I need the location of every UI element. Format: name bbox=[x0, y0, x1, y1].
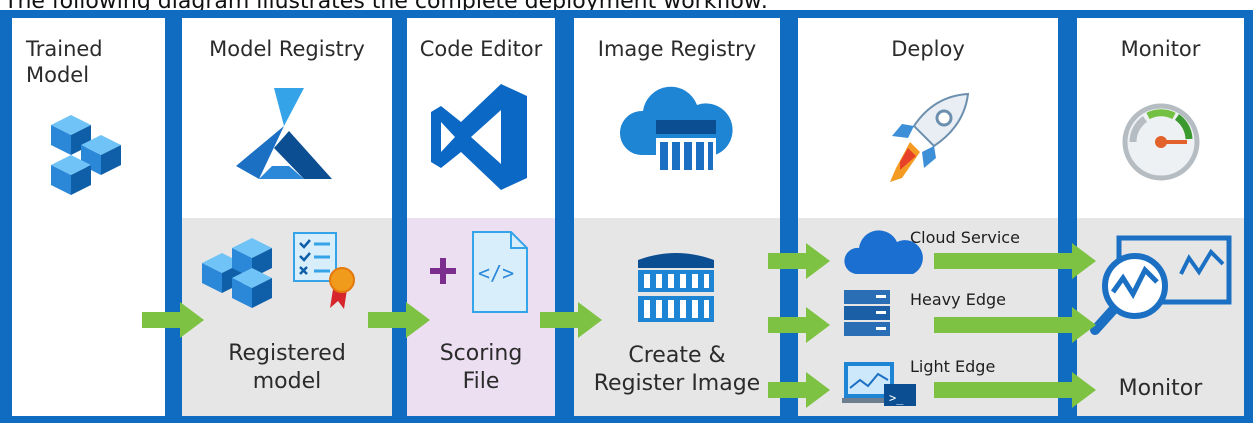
arrow-to-heavy-edge bbox=[768, 307, 830, 343]
arrow-light-edge-to-monitor bbox=[934, 372, 1096, 408]
scoring-file-icon: </> bbox=[430, 231, 528, 313]
arrow-to-image-registry bbox=[540, 302, 602, 338]
arrow-to-light-edge bbox=[768, 372, 830, 408]
trained-model-title: Trained Model bbox=[26, 37, 103, 87]
rocket-icon bbox=[890, 92, 970, 182]
monitor-title: Monitor bbox=[1120, 37, 1201, 61]
registered-model-icon bbox=[202, 232, 355, 309]
create-register-image-label: Create & Register Image bbox=[593, 343, 761, 396]
create-image-icon bbox=[638, 253, 714, 322]
model-cubes-icon bbox=[51, 115, 121, 195]
svg-text:</>: </> bbox=[478, 261, 514, 285]
monitor-analytics-icon bbox=[1090, 235, 1232, 335]
image-registry-panel: Image Registry Create & Register Image bbox=[574, 18, 780, 416]
azure-ml-icon bbox=[236, 88, 332, 179]
code-editor-panel: Code Editor </> Scoring File bbox=[407, 18, 555, 416]
scoring-file-label: Scoring File bbox=[439, 341, 523, 394]
trained-model-panel: Trained Model bbox=[12, 18, 165, 416]
vscode-icon bbox=[431, 84, 527, 190]
container-registry-icon bbox=[619, 86, 733, 174]
image-registry-title: Image Registry bbox=[597, 37, 757, 61]
cloud-service-icon bbox=[844, 230, 923, 274]
svg-text:>_: >_ bbox=[889, 391, 904, 405]
arrow-to-cloud-service bbox=[768, 243, 830, 279]
cloud-service-label: Cloud Service bbox=[910, 228, 1020, 247]
model-registry-title: Model Registry bbox=[209, 37, 365, 61]
arrow-cloud-to-monitor bbox=[934, 243, 1096, 279]
arrow-to-code-editor bbox=[368, 302, 430, 338]
light-edge-device-icon: >_ bbox=[842, 362, 916, 406]
registered-model-label: Registered model bbox=[228, 341, 346, 394]
deploy-title: Deploy bbox=[891, 37, 965, 61]
model-registry-panel: Model Registry Registered model bbox=[182, 18, 392, 416]
deploy-panel: Deploy >_ Cloud Service Heavy Edge Light… bbox=[798, 18, 1058, 416]
code-editor-title: Code Editor bbox=[419, 37, 543, 61]
gauge-icon bbox=[1122, 103, 1200, 181]
arrow-heavy-edge-to-monitor bbox=[934, 307, 1096, 343]
heavy-edge-label: Heavy Edge bbox=[910, 290, 1006, 309]
light-edge-label: Light Edge bbox=[910, 357, 996, 376]
monitor-bottom-label: Monitor bbox=[1118, 376, 1203, 401]
monitor-panel: Monitor Monitor bbox=[1077, 18, 1244, 416]
heavy-edge-server-icon bbox=[844, 290, 890, 336]
arrow-to-model-registry bbox=[142, 302, 204, 338]
